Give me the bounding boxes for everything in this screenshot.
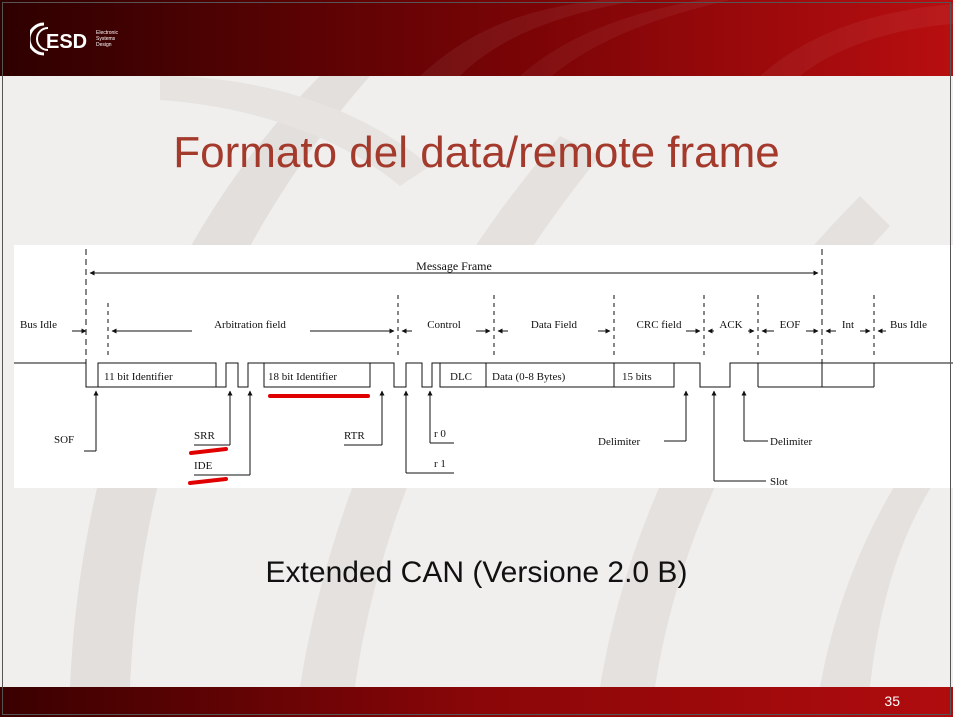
ack-delimiter-label: Delimiter [770, 436, 812, 448]
arbitration-field-label: Arbitration field [214, 319, 286, 331]
bus-idle-right-label: Bus Idle [890, 319, 927, 331]
message-frame-label: Message Frame [416, 259, 492, 273]
crc-bits-box [613, 362, 675, 388]
logo-tagline-2: Systems [96, 36, 116, 42]
slide-title: Formato del data/remote frame [173, 128, 780, 177]
data-box [485, 362, 615, 388]
dlc-box [439, 362, 487, 388]
srr-highlight [189, 447, 228, 455]
ide-label: IDE [194, 460, 213, 472]
logo-tagline-1: Electronic [96, 30, 118, 36]
title-bar [0, 0, 953, 76]
identifier-18-box [263, 362, 371, 388]
crc-field-label: CRC field [637, 319, 682, 331]
dlc-label: DLC [450, 371, 472, 383]
esd-logo: ESD Electronic Systems Design [30, 22, 118, 56]
data-field-label: Data Field [531, 319, 578, 331]
logo-tagline-3: Design [96, 42, 112, 48]
can-frame-diagram-svg: Message Frame Bus Idle Arbitration field… [14, 249, 953, 488]
crc-delimiter-label: Delimiter [598, 436, 640, 448]
logo-text: ESD [46, 31, 87, 53]
srr-label: SRR [194, 430, 215, 442]
data-bytes-label: Data (0-8 Bytes) [492, 371, 566, 383]
slide-caption: Extended CAN (Versione 2.0 B) [265, 556, 688, 589]
ack-slot-label: Slot [770, 476, 788, 488]
r0-label: r 0 [434, 428, 446, 440]
bus-idle-left-label: Bus Idle [20, 319, 57, 331]
identifier-11-box [97, 362, 217, 388]
footer-bar [0, 687, 953, 717]
int-field-label: Int [842, 319, 854, 331]
ide-highlight [188, 477, 228, 485]
identifier-11-label: 11 bit Identifier [104, 371, 173, 383]
control-field-label: Control [427, 319, 461, 331]
crc-bits-label: 15 bits [622, 371, 652, 383]
sof-label: SOF [54, 434, 74, 446]
ack-field-label: ACK [719, 319, 742, 331]
eof-field-label: EOF [780, 319, 801, 331]
r1-label: r 1 [434, 458, 446, 470]
identifier-18-label: 18 bit Identifier [268, 371, 337, 383]
can-frame-diagram: Message Frame Bus Idle Arbitration field… [14, 245, 953, 488]
rtr-label: RTR [344, 430, 365, 442]
page-number: 35 [884, 693, 900, 709]
